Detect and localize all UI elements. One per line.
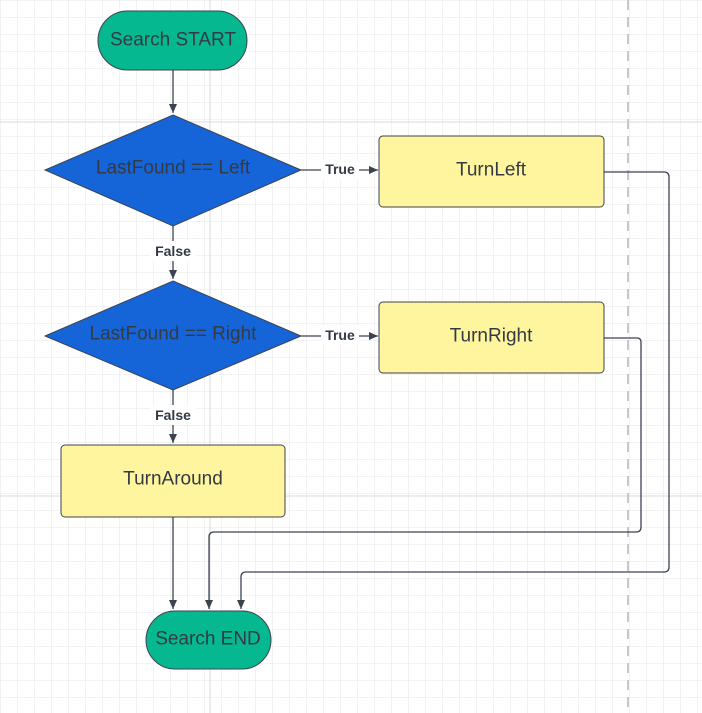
node-decision-right-label: LastFound == Right bbox=[90, 324, 258, 345]
edge-label-right-true: True bbox=[325, 327, 355, 343]
node-end-label: Search END bbox=[155, 629, 261, 650]
terminal-shape bbox=[145, 610, 272, 670]
process-shape bbox=[378, 135, 605, 208]
decision-shape bbox=[43, 280, 303, 391]
edge-label-background bbox=[321, 160, 359, 180]
edge-label-left-false: False bbox=[155, 243, 191, 259]
node-turn-left-label: TurnLeft bbox=[456, 160, 527, 181]
node-decision-left-label: LastFound == Left bbox=[96, 158, 251, 179]
edge-turn-left-to-end[interactable] bbox=[237, 171, 670, 609]
node-end[interactable]: Search END bbox=[145, 610, 272, 670]
edge-labels: True False True False bbox=[150, 160, 359, 425]
node-decision-left[interactable]: LastFound == Left bbox=[43, 114, 303, 227]
edges bbox=[169, 70, 670, 609]
node-turn-right[interactable]: TurnRight bbox=[378, 301, 605, 374]
node-start[interactable]: Search START bbox=[97, 10, 248, 71]
node-turn-right-label: TurnRight bbox=[450, 326, 533, 347]
edge-label-background bbox=[150, 405, 196, 425]
decision-shape bbox=[43, 114, 303, 227]
edge-turn-right-to-end[interactable] bbox=[205, 337, 642, 609]
edge-label-right-false: False bbox=[155, 407, 191, 423]
edge-label-background bbox=[321, 325, 359, 345]
process-shape bbox=[60, 444, 286, 518]
edge-label-left-true: True bbox=[325, 161, 355, 177]
node-turn-left[interactable]: TurnLeft bbox=[378, 135, 605, 208]
edge-label-background bbox=[150, 241, 196, 261]
terminal-shape bbox=[97, 10, 248, 71]
process-shape bbox=[378, 301, 605, 374]
node-turn-around[interactable]: TurnAround bbox=[60, 444, 286, 518]
node-decision-right[interactable]: LastFound == Right bbox=[43, 280, 303, 391]
node-turn-around-label: TurnAround bbox=[123, 469, 223, 490]
node-start-label: Search START bbox=[110, 30, 236, 51]
